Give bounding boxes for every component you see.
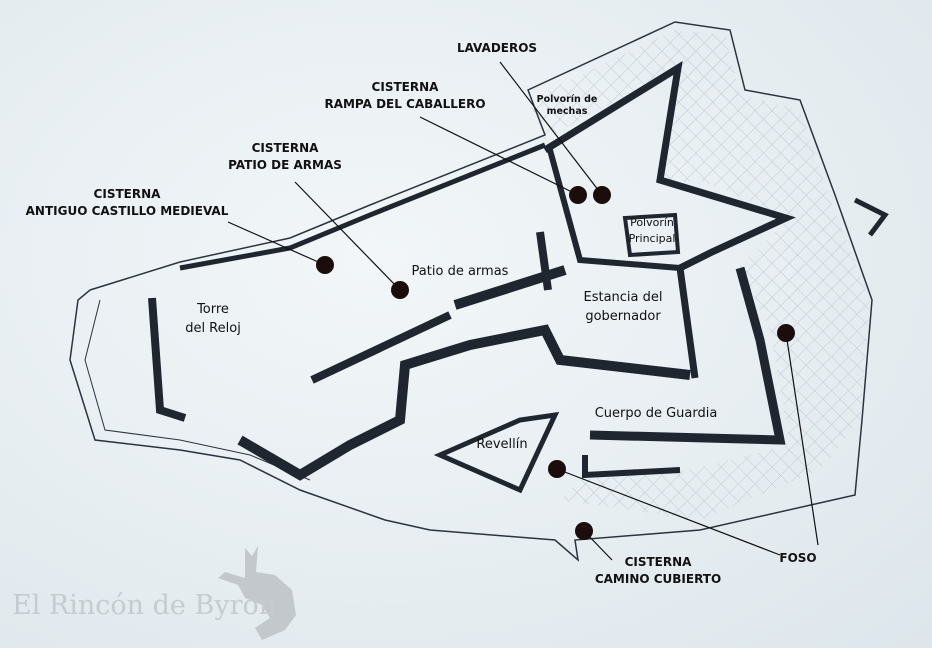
label-cisterna-rampa: CISTERNA RAMPA DEL CABALLERO [324, 79, 485, 113]
area-cuerpo-guardia: Cuerpo de Guardia [594, 406, 718, 421]
marker-foso[interactable] [777, 324, 795, 342]
area-torre-reloj: Torre del Reloj [185, 300, 241, 338]
watermark-text: El Rincón de Byron [12, 590, 277, 621]
label-line: Principal [628, 232, 676, 245]
cistern-markers [316, 186, 795, 540]
area-patio-armas: Patio de armas [411, 264, 509, 279]
moat-hatched-area [528, 30, 870, 520]
marker-cisterna-castillo[interactable] [316, 256, 334, 274]
label-line: Polvorín [630, 216, 674, 229]
label-line: CAMINO CUBIERTO [594, 572, 722, 586]
label-line: CISTERNA [251, 141, 319, 155]
label-lavaderos: LAVADEROS [456, 41, 538, 55]
walls [148, 61, 889, 494]
label-cisterna-camino: CISTERNA CAMINO CUBIERTO [595, 554, 721, 588]
marker-foso-2[interactable] [548, 460, 566, 478]
area-estancia-gobernador: Estancia del gobernador [583, 288, 662, 326]
label-line: mechas [546, 106, 588, 117]
label-line: Estancia del [583, 290, 663, 305]
outer-wall-outline-2 [84, 299, 311, 481]
dog-watermark-icon [218, 546, 296, 640]
label-line: ANTIGUO CASTILLO MEDIEVAL [25, 204, 229, 218]
label-line: CISTERNA [371, 80, 439, 94]
marker-lavaderos[interactable] [593, 186, 611, 204]
outer-wall-outline [69, 21, 873, 562]
label-line: PATIO DE ARMAS [228, 158, 342, 172]
label-line: CISTERNA [624, 555, 692, 569]
label-line: RAMPA DEL CABALLERO [324, 97, 486, 111]
area-polvorin-principal: Polvorín Principal [629, 215, 676, 247]
label-cisterna-patio: CISTERNA PATIO DE ARMAS [228, 140, 342, 174]
label-line: gobernador [585, 309, 661, 324]
label-line: Torre [197, 302, 229, 317]
marker-cisterna-patio[interactable] [391, 281, 409, 299]
label-line: Polvorín de [536, 94, 598, 105]
marker-cisterna-rampa[interactable] [569, 186, 587, 204]
label-foso: FOSO [779, 551, 817, 565]
area-revellin: Revellín [476, 437, 528, 452]
area-polvorin-mechas: Polvorín de mechas [537, 94, 598, 118]
marker-cisterna-camino[interactable] [575, 522, 593, 540]
label-line: CISTERNA [93, 187, 161, 201]
label-line: del Reloj [185, 321, 241, 336]
label-cisterna-castillo: CISTERNA ANTIGUO CASTILLO MEDIEVAL [26, 186, 229, 220]
